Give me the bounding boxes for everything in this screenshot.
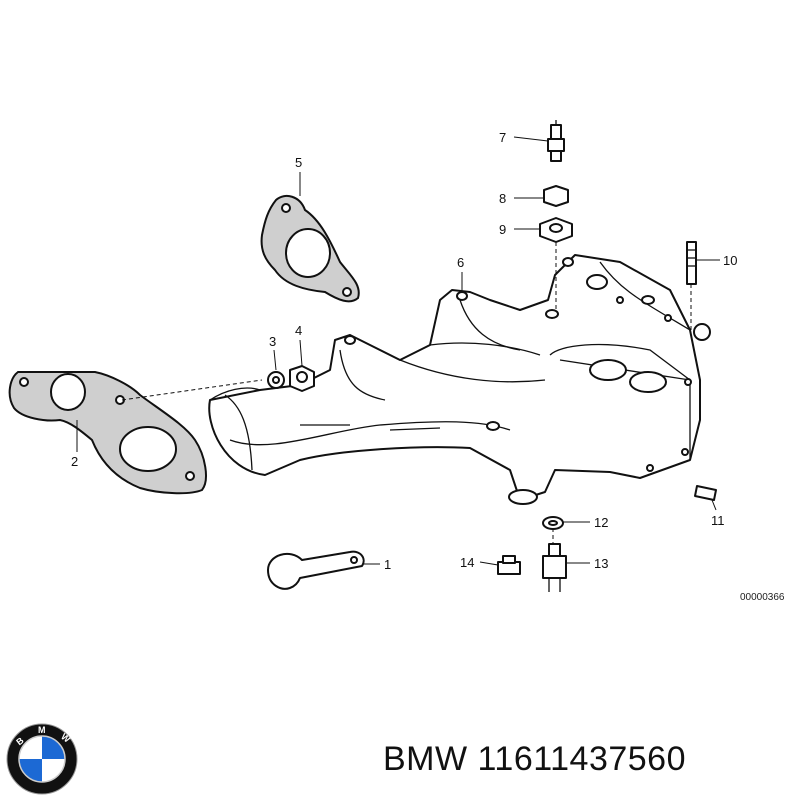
callout-14: 14 [460,555,474,570]
nut-part-4 [289,365,315,392]
callout-12: 12 [594,515,608,530]
callout-13: 13 [594,556,608,571]
washer-part-12 [542,516,564,530]
bmw-logo: B M W [6,723,78,795]
callout-7: 7 [499,130,506,145]
callout-11: 11 [711,513,725,528]
callout-10: 10 [723,253,737,268]
part-number: 11611437560 [477,740,687,778]
callout-4: 4 [295,323,302,338]
callout-1: 1 [384,557,391,572]
leader-lines [76,136,720,566]
callout-8: 8 [499,191,506,206]
diagram-id: 00000366 [740,592,785,603]
washer-part-3 [267,371,285,389]
washer-part-9 [539,217,573,243]
brand-part-number-caption: BMW 11611437560 [383,740,686,779]
gasket-part-2 [8,371,207,495]
callout-3: 3 [269,334,276,349]
gasket-part-5 [260,194,360,303]
plug-part-14 [497,555,521,575]
pin-part-11 [694,485,717,501]
sensor-part-13 [542,543,567,592]
intake-manifold [208,254,711,505]
svg-text:M: M [38,725,46,735]
brand-name: BMW [383,740,468,778]
callout-2: 2 [71,454,78,469]
callout-5: 5 [295,155,302,170]
svg-text:B: B [14,735,26,747]
nut-part-8 [543,185,569,207]
stud-part-10 [686,241,697,285]
callout-6: 6 [457,255,464,270]
sensor-part-7 [547,120,565,162]
bracket-part-1 [267,550,365,590]
callout-9: 9 [499,222,506,237]
